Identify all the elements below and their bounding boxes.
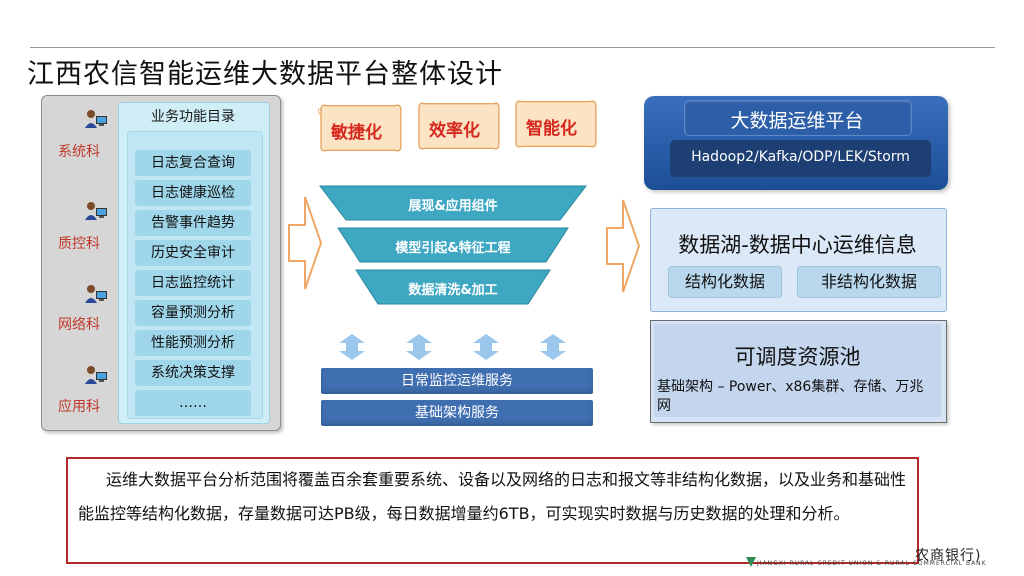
- double-arrow-icon: [540, 334, 566, 360]
- dept-label: 网络科: [58, 317, 100, 333]
- double-arrow-icon: [406, 334, 432, 360]
- page-title: 江西农信智能运维大数据平台整体设计: [27, 59, 503, 90]
- logo-cn: 农商银行): [915, 548, 982, 564]
- double-arrow-icon: [339, 334, 365, 360]
- resource-pool-inner: [654, 324, 941, 417]
- resource-pool-desc: 基础架构 – Power、x86集群、存储、万兆网: [657, 379, 924, 414]
- resource-pool-title: 可调度资源池: [734, 345, 861, 369]
- bank-logo: 农商银行) JIANGXI RURAL CREDIT UNION & RURAL…: [745, 545, 987, 576]
- catalog-item[interactable]: 告警事件趋势: [135, 210, 251, 236]
- catalog-item[interactable]: 容量预测分析: [135, 300, 251, 326]
- service-bar: 日常监控运维服务: [321, 368, 593, 394]
- title-divider: [30, 47, 995, 48]
- processing-funnel: [318, 185, 588, 305]
- catalog-item[interactable]: 日志监控统计: [135, 270, 251, 296]
- scroll-tag: [318, 104, 402, 152]
- bigdata-title-box: [684, 100, 912, 136]
- description-text: 运维大数据平台分析范围将覆盖百余套重要系统、设备以及网络的日志和报文等非结构化数…: [78, 470, 907, 523]
- catalog-title: 业务功能目录: [151, 109, 235, 125]
- scroll-tag: [418, 102, 500, 150]
- structured-data: 结构化数据: [668, 266, 782, 298]
- catalog-item[interactable]: 日志健康巡检: [135, 180, 251, 206]
- data-lake-title: 数据湖-数据中心运维信息: [678, 233, 917, 257]
- logo-en: JIANGXI RURAL CREDIT UNION & RURAL COMME…: [757, 560, 987, 567]
- catalog-item[interactable]: 系统决策支撑: [135, 360, 251, 386]
- catalog-item[interactable]: 日志复合查询: [135, 150, 251, 176]
- dept-label: 应用科: [58, 399, 100, 415]
- funnel-layer: 数据清洗&加工: [408, 283, 498, 298]
- user-computer-icon: [85, 366, 107, 384]
- description-box: [66, 457, 919, 564]
- user-computer-icon: [85, 285, 107, 303]
- bigdata-stack: Hadoop2/Kafka/ODP/LEK/Storm: [691, 149, 910, 165]
- right-arrow-icon: [288, 196, 323, 290]
- right-arrow-icon: [606, 199, 641, 293]
- scroll-tag: [515, 100, 597, 148]
- tag-label: 智能化: [526, 119, 577, 139]
- bigdata-title: 大数据运维平台: [730, 110, 864, 132]
- catalog-item[interactable]: ……: [135, 390, 251, 416]
- unstructured-data: 非结构化数据: [797, 266, 941, 298]
- dept-label: 系统科: [58, 144, 100, 160]
- catalog-item[interactable]: 历史安全审计: [135, 240, 251, 266]
- tag-label: 效率化: [429, 121, 480, 141]
- user-computer-icon: [85, 110, 107, 128]
- tag-label: 敏捷化: [331, 123, 382, 143]
- bigdata-stack-box: [670, 140, 931, 177]
- funnel-layer: 展现&应用组件: [408, 199, 498, 214]
- catalog-item[interactable]: 性能预测分析: [135, 330, 251, 356]
- logo-icon: [746, 557, 756, 567]
- funnel-layer: 模型引起&特征工程: [395, 241, 511, 256]
- user-computer-icon: [85, 202, 107, 220]
- dept-label: 质控科: [58, 236, 100, 252]
- service-bar: 基础架构服务: [321, 400, 593, 426]
- double-arrow-icon: [473, 334, 499, 360]
